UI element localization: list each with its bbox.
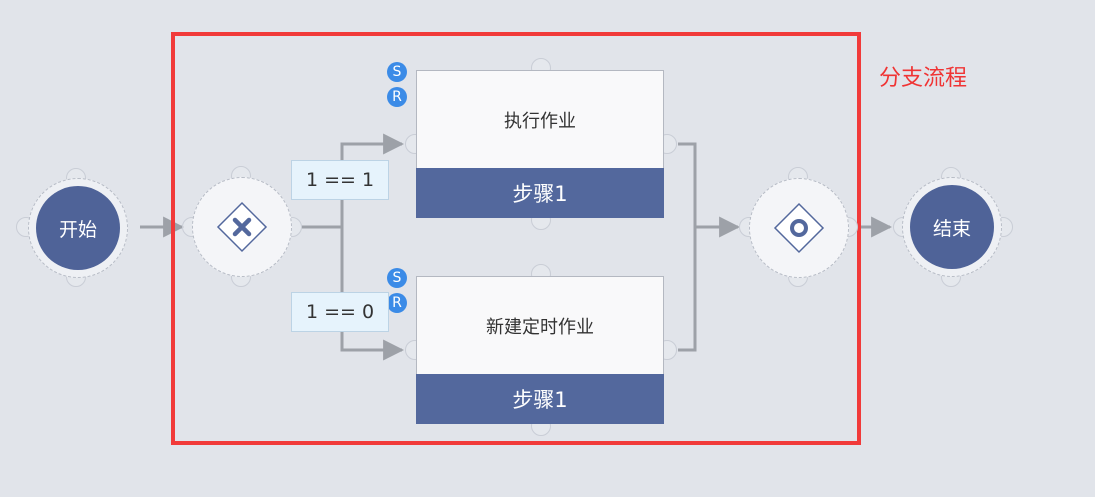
task-node-1[interactable]: 执行作业 步骤1	[416, 70, 664, 218]
task-step-bar: 步骤1	[416, 374, 664, 424]
task-title: 执行作业	[504, 111, 576, 132]
edge-task2-to-join	[678, 227, 697, 352]
end-node[interactable]: 结束	[910, 185, 994, 269]
edge-task1-to-join	[678, 142, 697, 227]
script-badge[interactable]: S	[387, 268, 407, 288]
task-node-2[interactable]: 新建定时作业 步骤1	[416, 276, 664, 424]
parallel-gateway[interactable]	[749, 178, 849, 278]
branch-region-label: 分支流程	[879, 66, 968, 91]
branch-region	[171, 32, 861, 445]
start-node-label: 开始	[58, 218, 97, 241]
circle-icon	[773, 202, 825, 254]
start-node[interactable]: 开始	[36, 186, 120, 270]
script-badge[interactable]: S	[387, 62, 407, 82]
task-step-bar: 步骤1	[416, 168, 664, 218]
condition-label-2[interactable]: 1 == 0	[291, 292, 389, 332]
end-node-label: 结束	[932, 217, 971, 240]
retry-badge[interactable]: R	[387, 293, 407, 313]
condition-label-1[interactable]: 1 == 1	[291, 160, 389, 200]
task-title: 新建定时作业	[486, 317, 594, 338]
retry-badge[interactable]: R	[387, 87, 407, 107]
exclusive-gateway[interactable]	[192, 177, 292, 277]
x-icon	[216, 201, 268, 253]
edge-gateway-to-task2	[340, 227, 405, 361]
